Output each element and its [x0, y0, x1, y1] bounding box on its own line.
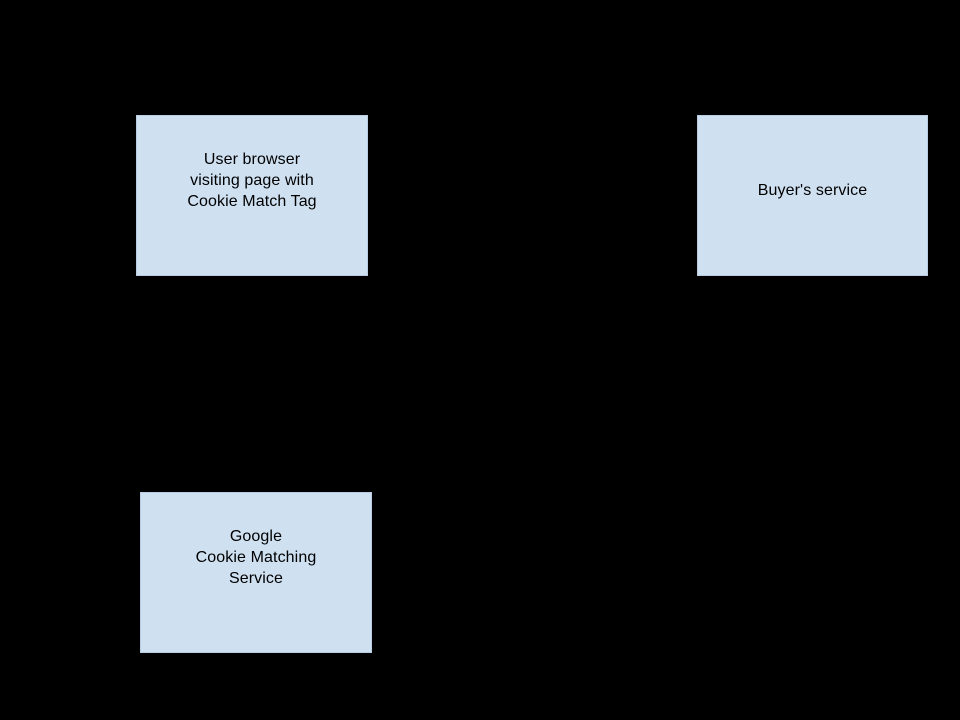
node-user-browser-label: User browser visiting page with Cookie M… — [187, 151, 317, 210]
node-buyers-service-label: Buyer's service — [757, 182, 868, 199]
node-google-cookie-matching-service-label: Google Cookie Matching Service — [195, 528, 317, 587]
node-google-cookie-matching-service[interactable]: Google Cookie Matching Service — [140, 492, 372, 653]
node-user-browser[interactable]: User browser visiting page with Cookie M… — [136, 115, 368, 276]
node-buyers-service[interactable]: Buyer's service — [697, 115, 928, 276]
